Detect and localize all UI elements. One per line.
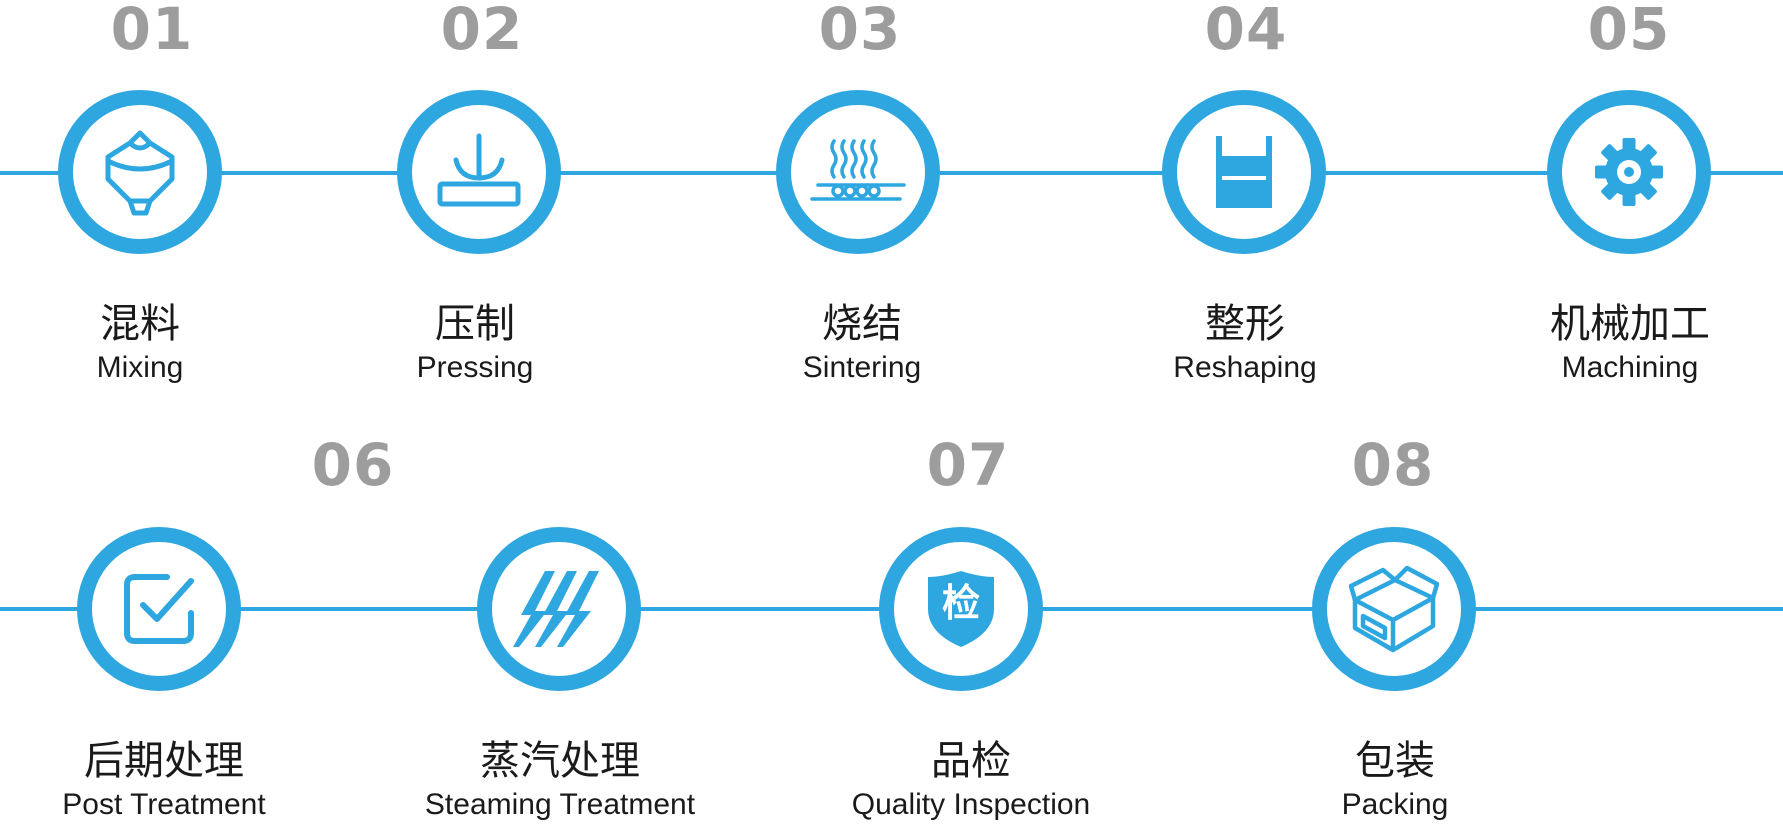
step-number: 04 — [1204, 0, 1288, 63]
steam-icon — [513, 571, 599, 647]
step-cn-label: 整形 — [1205, 301, 1285, 347]
step-number: 08 — [1351, 431, 1435, 499]
mixing-hopper-icon — [105, 130, 175, 216]
step-cn-label: 品检 — [931, 738, 1011, 784]
step-circle-pressing — [397, 90, 561, 254]
step-circle-reshaping — [1162, 90, 1326, 254]
sintering-heat-icon — [810, 139, 906, 201]
step-circle-post-treatment — [77, 527, 241, 691]
step-number: 03 — [818, 0, 902, 63]
step-circle-quality-inspection: 检 — [879, 527, 1043, 691]
step-label-pressing: 压制 Pressing — [305, 300, 645, 386]
step-circle-mixing — [58, 90, 222, 254]
step-cn-label: 混料 — [100, 301, 180, 347]
step-cn-label: 包装 — [1355, 738, 1435, 784]
step-number: 05 — [1587, 0, 1671, 63]
step-label-post-treatment: 后期处理 Post Treatment — [0, 737, 334, 823]
step-label-packing: 包装 Packing — [1225, 737, 1565, 823]
step-en-label: Reshaping — [1173, 351, 1317, 384]
step-label-machining: 机械加工 Machining — [1460, 300, 1783, 386]
step-en-label: Machining — [1561, 351, 1699, 384]
step-cn-label: 压制 — [435, 301, 515, 347]
gear-icon — [1595, 138, 1663, 206]
step-en-label: Steaming Treatment — [424, 788, 696, 821]
box-icon — [1349, 565, 1439, 653]
inspection-badge-text: 检 — [941, 581, 980, 625]
step-circle-steaming — [477, 527, 641, 691]
step-number: 06 — [311, 431, 395, 499]
step-number: 02 — [440, 0, 524, 63]
step-number: 07 — [926, 431, 1010, 499]
step-circle-packing — [1312, 527, 1476, 691]
step-label-sintering: 烧结 Sintering — [692, 300, 1032, 386]
step-cn-label: 蒸汽处理 — [480, 738, 640, 784]
step-label-steaming: 蒸汽处理 Steaming Treatment — [390, 737, 730, 823]
step-label-reshaping: 整形 Reshaping — [1075, 300, 1415, 386]
step-circle-machining — [1547, 90, 1711, 254]
press-icon — [437, 133, 521, 207]
step-en-label: Quality Inspection — [851, 788, 1091, 821]
inspection-shield-icon: 检 — [926, 569, 996, 649]
step-en-label: Packing — [1341, 788, 1449, 821]
step-circle-sintering — [776, 90, 940, 254]
step-label-mixing: 混料 Mixing — [0, 300, 310, 386]
step-en-label: Mixing — [96, 351, 184, 384]
step-en-label: Sintering — [802, 351, 922, 384]
step-cn-label: 后期处理 — [84, 738, 244, 784]
step-cn-label: 机械加工 — [1550, 301, 1710, 347]
reshaping-mold-icon — [1216, 136, 1272, 208]
step-en-label: Pressing — [416, 351, 534, 384]
step-en-label: Post Treatment — [62, 788, 266, 821]
step-label-quality-inspection: 品检 Quality Inspection — [801, 737, 1141, 823]
step-cn-label: 烧结 — [822, 301, 902, 347]
checkbox-icon — [124, 574, 194, 644]
step-number: 01 — [110, 0, 194, 63]
